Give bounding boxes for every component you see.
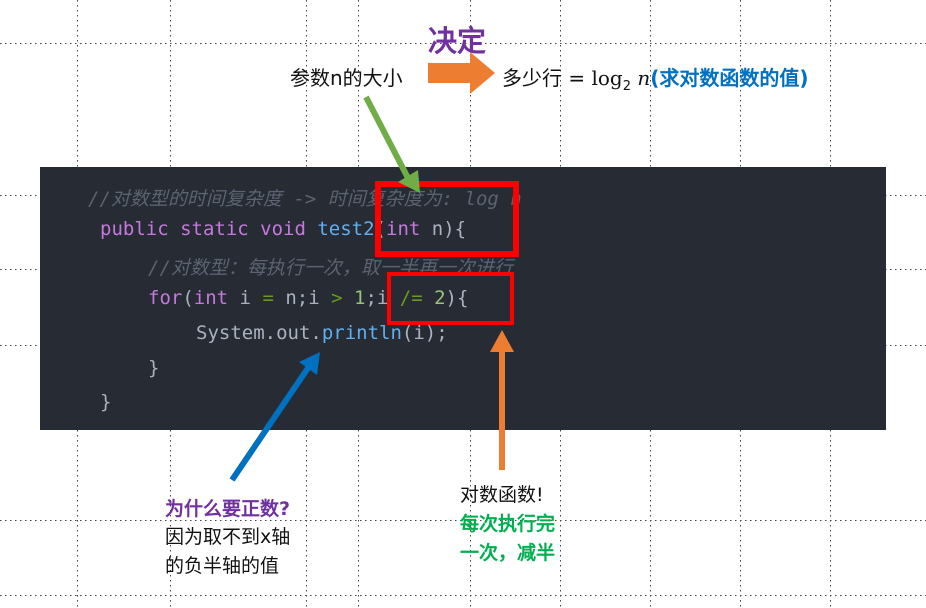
grid-line bbox=[0, 595, 926, 596]
code-brace: } bbox=[100, 391, 112, 413]
log-note: (求对数函数的值) bbox=[650, 66, 809, 90]
code-brace: } bbox=[148, 357, 160, 379]
grid-line bbox=[0, 520, 926, 521]
log-function-label: 对数函数! bbox=[460, 484, 544, 506]
log-var: n bbox=[637, 66, 651, 90]
decide-label: 决定 bbox=[428, 24, 487, 58]
highlight-box-divide bbox=[387, 272, 514, 325]
code-block: //对数型的时间复杂度 -> 时间复杂度为: log n public stat… bbox=[40, 167, 886, 430]
halve-label-1: 每次执行完 bbox=[460, 513, 556, 535]
param-label: 参数n的大小 bbox=[290, 66, 403, 90]
code-line-for: for(int i = n;i > 1;i /= 2){ bbox=[148, 287, 469, 309]
halve-label-2: 一次，减半 bbox=[460, 542, 556, 564]
positive-question: 为什么要正数? bbox=[165, 498, 291, 520]
log-sub: 2 bbox=[622, 79, 632, 94]
positive-answer-1: 因为取不到x轴 bbox=[165, 526, 291, 548]
code-line-print: System.out.println(i); bbox=[196, 322, 448, 344]
positive-answer-2: 的负半轴的值 bbox=[165, 555, 280, 577]
log-formula: 多少行 = log2 n(求对数函数的值) bbox=[502, 62, 809, 94]
grid-line bbox=[0, 43, 926, 44]
rows-label: 多少行 = bbox=[502, 66, 592, 90]
code-comment: //对数型的时间复杂度 -> 时间复杂度为: log n bbox=[88, 188, 522, 210]
log-base: log bbox=[591, 66, 623, 90]
highlight-box-param bbox=[375, 181, 519, 257]
green-arrow-icon bbox=[363, 95, 411, 180]
